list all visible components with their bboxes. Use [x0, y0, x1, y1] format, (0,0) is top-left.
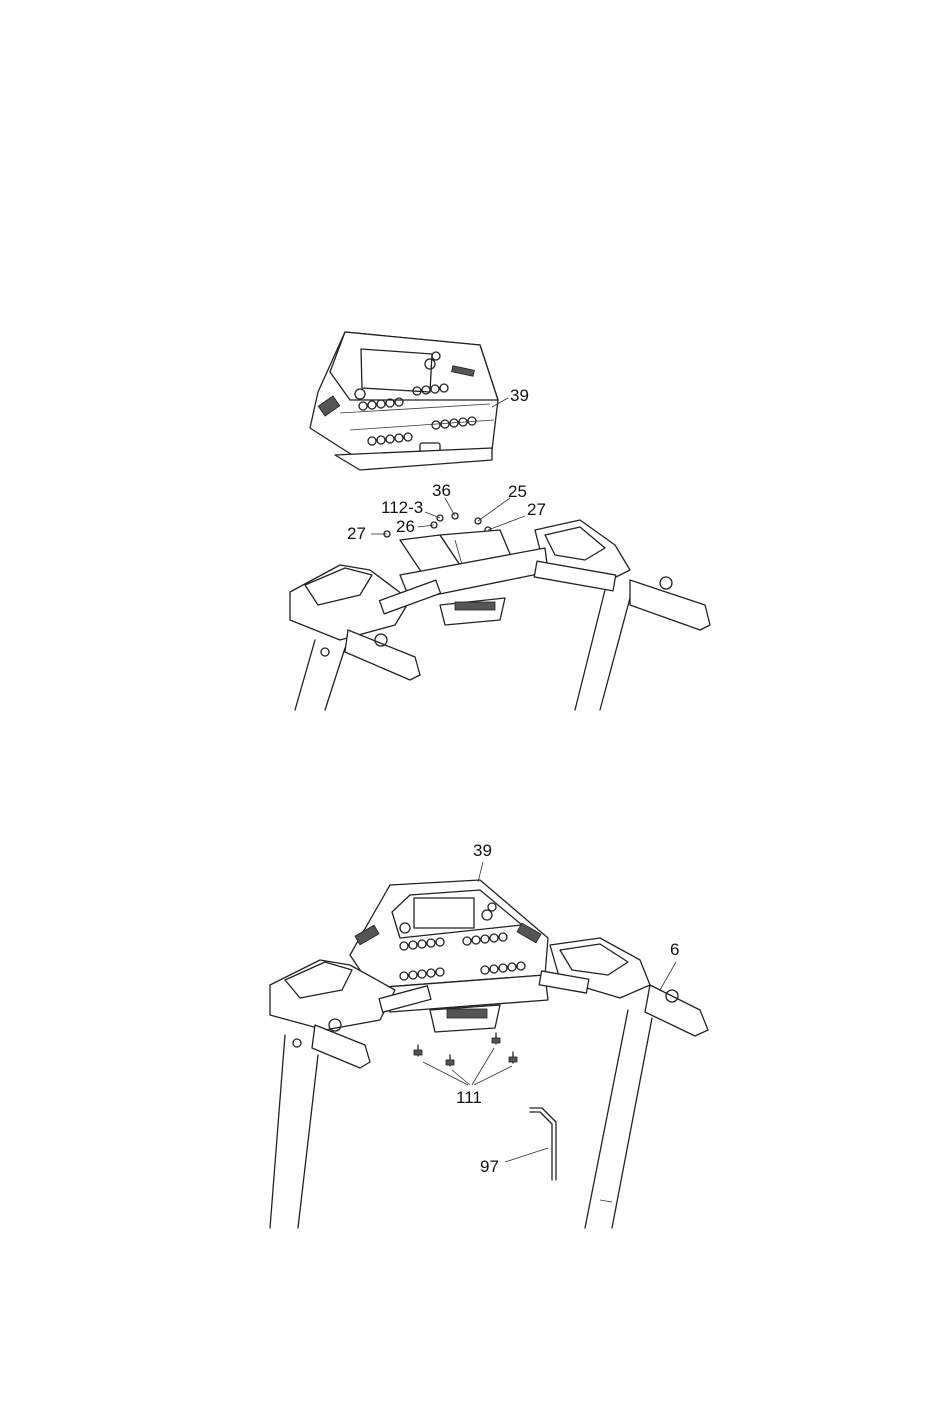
- label-39-bottom: 39: [473, 841, 492, 860]
- label-25: 25: [508, 482, 527, 501]
- allen-key-97: [530, 1108, 556, 1180]
- figure-2-assembled-view: 39 6 111 97: [270, 841, 708, 1228]
- label-27-right: 27: [527, 500, 546, 519]
- console-display: [361, 349, 432, 392]
- label-111: 111: [456, 1088, 482, 1107]
- console-display-2: [414, 898, 474, 928]
- label-36: 36: [432, 481, 451, 500]
- label-39-top: 39: [510, 386, 529, 405]
- label-6: 6: [670, 940, 679, 959]
- label-26: 26: [396, 517, 415, 536]
- label-97: 97: [480, 1157, 499, 1176]
- figure-1-exploded-view: 39 36 25 112-3 27 26 27: [290, 332, 710, 710]
- screws-111: [414, 1033, 517, 1066]
- label-112-3: 112-3: [381, 498, 423, 517]
- console-top: [310, 332, 498, 470]
- label-27-left: 27: [347, 524, 366, 543]
